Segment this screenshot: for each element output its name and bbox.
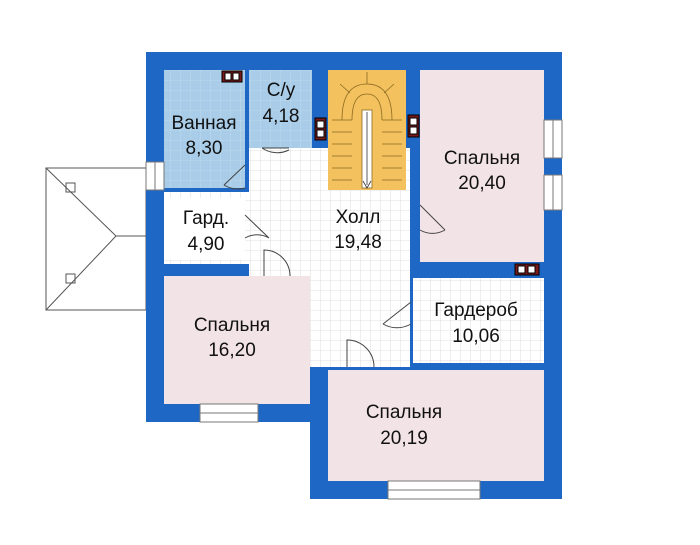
windows [145, 119, 563, 500]
room-name-bedroom-w: Спальня [194, 315, 270, 336]
door-closet [244, 214, 270, 239]
chimney-stair-r [407, 114, 420, 138]
room-area-bedroom-w: 16,20 [208, 340, 256, 361]
floor-bedroom-s [328, 370, 544, 481]
room-area-hall: 19,48 [334, 232, 382, 253]
floor-bedroom-ne [420, 70, 544, 262]
floor-bedroom-w [164, 276, 310, 404]
room-name-bath: Ванная [171, 113, 236, 134]
floor-wardrobe [413, 278, 544, 363]
room-name-wc: С/у [267, 80, 296, 101]
doors [223, 147, 446, 368]
door-bath [223, 164, 246, 190]
room-name-closet: Гард. [183, 208, 229, 229]
chimney-bath [221, 70, 243, 83]
room-area-bedroom-s: 20,19 [380, 428, 428, 449]
floor-bath [164, 70, 245, 188]
room-floors [164, 70, 544, 481]
chimneys [221, 70, 540, 276]
porch-roof [45, 167, 147, 311]
door-wardrobe [382, 301, 412, 329]
room-area-bedroom-ne: 20,40 [458, 173, 506, 194]
room-area-wardrobe: 10,06 [452, 326, 500, 347]
door-wc [261, 147, 290, 154]
room-labels: Ванная 8,30 С/у 4,18 Спальня 20,40 Гард.… [171, 80, 520, 449]
staircase [332, 72, 402, 189]
room-name-hall: Холл [336, 207, 381, 228]
room-name-bedroom-ne: Спальня [444, 148, 520, 169]
floor-closet [164, 198, 245, 260]
room-area-closet: 4,90 [188, 234, 225, 255]
room-name-wardrobe: Гардероб [434, 300, 518, 321]
room-area-wc: 4,18 [263, 106, 300, 127]
room-name-bedroom-s: Спальня [366, 402, 442, 423]
chimney-stair-l [314, 117, 327, 141]
door-bedroom-s [346, 339, 375, 368]
floor-wc [249, 70, 312, 148]
chimney-ne [514, 263, 540, 276]
door-bedroom-ne [419, 204, 446, 234]
room-area-bath: 8,30 [186, 138, 223, 159]
door-bedroom-w-left [263, 249, 291, 277]
